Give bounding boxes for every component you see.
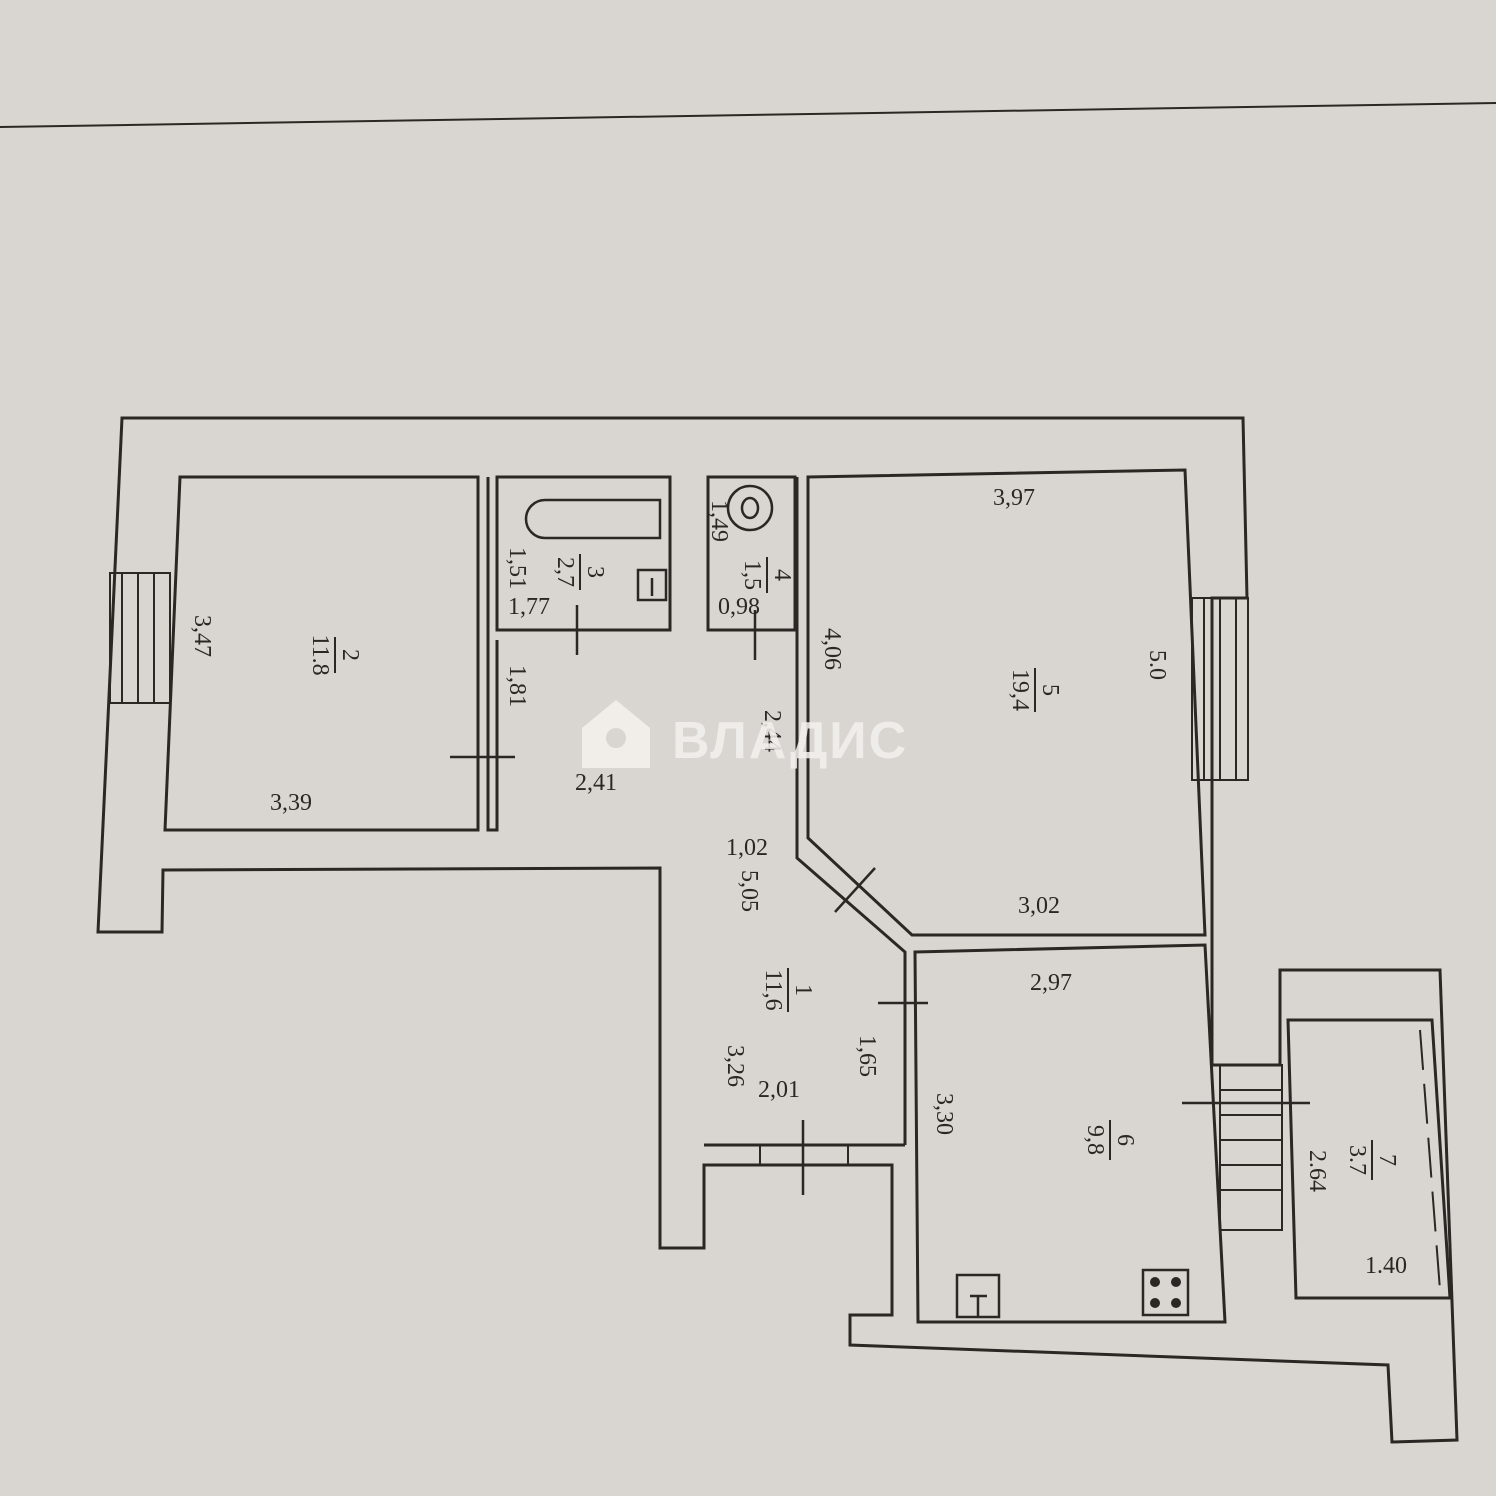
room-6-area: 9,8 (1082, 1125, 1108, 1155)
dim-r3-b: 1,77 (508, 594, 550, 620)
room-2-window (109, 572, 171, 704)
room-4-number: 4 (769, 569, 795, 581)
room-7-walls (1286, 1018, 1452, 1300)
room-4-walls (706, 475, 797, 632)
watermark-brand: ВЛАДИС (672, 712, 908, 770)
partition-wall (486, 477, 499, 832)
dim-r5-left: 4,06 (819, 628, 845, 670)
room-4-label: 4 1,5 (739, 557, 795, 593)
dim-r2-width: 3,39 (270, 790, 312, 816)
outer-wall (96, 416, 1459, 1444)
room-7-label: 7 3.7 (1344, 1140, 1400, 1180)
room-7-area: 3.7 (1344, 1145, 1370, 1175)
room-5-label: 5 19,4 (1007, 668, 1063, 712)
dim-r5-right: 5.0 (1144, 650, 1170, 680)
dim-r7-b: 1.40 (1365, 1253, 1407, 1279)
entrance-door (704, 1120, 905, 1195)
dim-hall-d: 1,02 (726, 835, 768, 861)
room-6-number: 6 (1112, 1134, 1138, 1146)
room-2-label: 2 11.8 (307, 634, 363, 675)
kitchen-sink-icon (955, 1273, 1001, 1319)
house-pin-icon (582, 700, 650, 768)
room-3-number: 3 (582, 566, 608, 578)
bathtub-icon (524, 498, 662, 540)
room-6-label: 6 9,8 (1082, 1120, 1138, 1160)
dim-r4-b: 0,98 (718, 594, 760, 620)
dim-hall-b: 2,41 (575, 770, 617, 796)
room-1-number: 1 (790, 984, 816, 996)
dim-r4-a: 1,49 (706, 500, 732, 542)
room-5-window (1191, 597, 1249, 781)
dim-hall-a: 1,81 (504, 665, 530, 707)
room-3-walls (495, 475, 672, 632)
room-1-label: 1 11,6 (760, 968, 816, 1012)
dim-hall-h: 1,65 (854, 1035, 880, 1077)
room-5-number: 5 (1037, 684, 1063, 696)
room-2-walls (163, 475, 480, 832)
room-5-walls (806, 468, 1207, 937)
dim-r6-top: 2,97 (1030, 970, 1072, 996)
stove-icon (1141, 1268, 1190, 1317)
dim-r6-left: 3,30 (931, 1093, 957, 1135)
dim-hall-c: 2,44 (759, 710, 785, 752)
dim-hall-f: 3,26 (722, 1045, 748, 1087)
dim-hall-g: 2,01 (758, 1077, 800, 1103)
dim-hall-e: 5,05 (736, 870, 762, 912)
dim-r2-height: 3,47 (189, 615, 215, 657)
room-6-walls (913, 943, 1227, 1324)
dim-r3-a: 1,51 (504, 547, 530, 589)
room-2-number: 2 (337, 649, 363, 661)
room-5-hall-wall (795, 477, 907, 1145)
toilet-icon (726, 484, 774, 532)
paper-edge-line (0, 102, 1496, 128)
room-3-area: 2,7 (552, 557, 578, 587)
sink-icon (636, 568, 668, 602)
dim-r7-a: 2.64 (1304, 1150, 1330, 1192)
room-2-area: 11.8 (307, 634, 333, 675)
room-4-area: 1,5 (739, 560, 765, 590)
room-7-number: 7 (1374, 1154, 1400, 1166)
dim-r5-bottom: 3,02 (1018, 893, 1060, 919)
room-3-label: 3 2,7 (552, 554, 608, 590)
dim-r5-top: 3,97 (993, 485, 1035, 511)
room-6-window (1219, 1064, 1283, 1231)
door-mark-room-5 (834, 867, 876, 913)
room-5-area: 19,4 (1007, 669, 1033, 711)
watermark: ВЛАДИС (582, 700, 908, 770)
balcony-rail (1419, 1029, 1441, 1291)
room-1-area: 11,6 (760, 969, 786, 1010)
